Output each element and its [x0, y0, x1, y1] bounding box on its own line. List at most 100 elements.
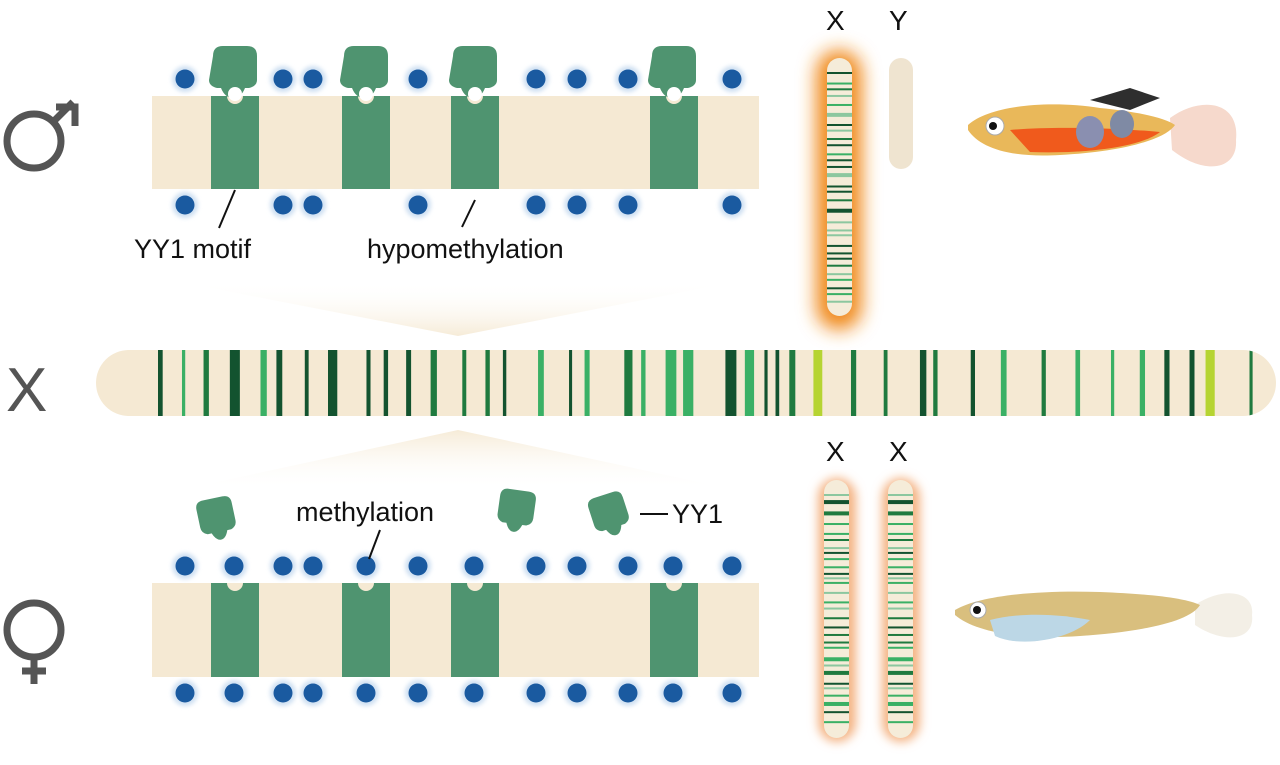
chromosome-band [584, 350, 590, 416]
male-y-chromosome [889, 58, 913, 169]
chromosome-band [406, 350, 412, 416]
chromosome-band [888, 601, 913, 604]
methyl-group-dot [175, 195, 195, 215]
methyl-group-dot [464, 556, 484, 576]
chromosome-band [824, 626, 849, 629]
chromosome-band [827, 165, 852, 168]
chromosome-band [827, 94, 852, 97]
chromosome-band [824, 687, 849, 690]
chromosome-band [824, 670, 849, 675]
chromosome-band [824, 500, 849, 505]
methyl-group-dot [273, 556, 293, 576]
zoom-funnel-top [180, 282, 735, 336]
male-symbol-icon [3, 99, 79, 172]
central-x-label: X [6, 356, 47, 425]
methyl-group-dot [567, 556, 587, 576]
chromosome-band [824, 558, 849, 561]
free-yy1-protein [497, 488, 536, 532]
male-panel: YY1 motif hypomethylation X Y [3, 5, 1237, 330]
chromosome-band [888, 607, 913, 610]
chromosome-band [824, 617, 849, 620]
chromosome-band [824, 701, 849, 706]
methyl-group-dot [273, 683, 293, 703]
chromosome-band [888, 547, 913, 550]
free-yy1-protein [587, 491, 629, 536]
chromosome-band [888, 551, 913, 554]
yy1-motif [451, 583, 499, 677]
methyl-group-dot [526, 69, 546, 89]
chromosome-band [827, 257, 852, 260]
chromosome-band [827, 300, 852, 303]
yy1-motif [342, 96, 390, 189]
chromosome-band [824, 577, 849, 580]
chromosome-band [970, 350, 975, 416]
chromosome-band [824, 523, 849, 526]
chromosome-band [888, 626, 913, 629]
chromosome-band [888, 572, 913, 575]
chromosome-band [824, 566, 849, 569]
chromosome-band [1075, 350, 1081, 416]
hypomethylation-pointer-line [461, 199, 476, 228]
chromosome-band [919, 350, 927, 416]
binding-gap [468, 87, 482, 101]
chromosome-band [1139, 350, 1146, 416]
methyl-group-dot [273, 69, 293, 89]
chromosome-band [888, 670, 913, 675]
chromosome-band [888, 633, 913, 636]
binding-gap [359, 87, 373, 101]
chromosome-band [824, 581, 849, 584]
methyl-group-dot [722, 69, 742, 89]
methyl-group-dot [722, 683, 742, 703]
chromosome-band [789, 350, 796, 416]
chromosome-band [824, 694, 849, 697]
chromosome-band [683, 350, 694, 416]
chromosome-band [1189, 350, 1195, 416]
methyl-group-dot [618, 195, 638, 215]
female-symbol-icon [3, 599, 65, 684]
chromosome-band [888, 494, 913, 496]
chromosome-band [824, 511, 849, 516]
chromosome-band [888, 664, 913, 667]
chromosome-band [827, 88, 852, 91]
methyl-group-dot [175, 683, 195, 703]
bound-yy1-protein [449, 46, 497, 98]
yy1-motif [211, 583, 259, 677]
chromosome-band [827, 287, 852, 290]
chromosome-band [827, 278, 852, 281]
chromosome-band [824, 547, 849, 550]
bound-yy1-protein [340, 46, 388, 98]
binding-gap [228, 87, 242, 101]
methyl-group-dot [175, 69, 195, 89]
chromosome-band [827, 234, 852, 237]
male-chrom-x-label: X [826, 5, 845, 36]
chromosome-band [827, 123, 852, 126]
chromosome-band [827, 252, 852, 255]
chromosome-band [888, 617, 913, 620]
male-motifs [209, 46, 698, 189]
chromosome-band [624, 350, 633, 416]
central-x-bands [158, 350, 1253, 416]
chromosome-band [888, 687, 913, 690]
chromosome-band [775, 350, 780, 416]
chromosome-band [827, 208, 852, 213]
male-x-chromosome [827, 58, 852, 316]
chromosome-band [1041, 350, 1046, 416]
methyl-group-dot [663, 556, 683, 576]
chromosome-band [824, 633, 849, 636]
chromosome-band [888, 591, 913, 594]
chromosome-band [888, 523, 913, 526]
chromosome-band [827, 293, 852, 296]
methyl-group-dot [408, 69, 428, 89]
methyl-group-dot [224, 683, 244, 703]
chromosome-band [824, 646, 849, 649]
methyl-group-dot [663, 683, 683, 703]
methyl-group-dot [303, 195, 323, 215]
chromosome-band [641, 350, 646, 416]
methyl-group-dot [408, 195, 428, 215]
chromosome-band [933, 350, 938, 416]
female-x1-chromosome [824, 480, 849, 738]
chromosome-band [827, 144, 852, 147]
yy1-motif [342, 583, 390, 677]
chromosome-band [304, 350, 309, 416]
chromosome-band [1164, 350, 1170, 416]
